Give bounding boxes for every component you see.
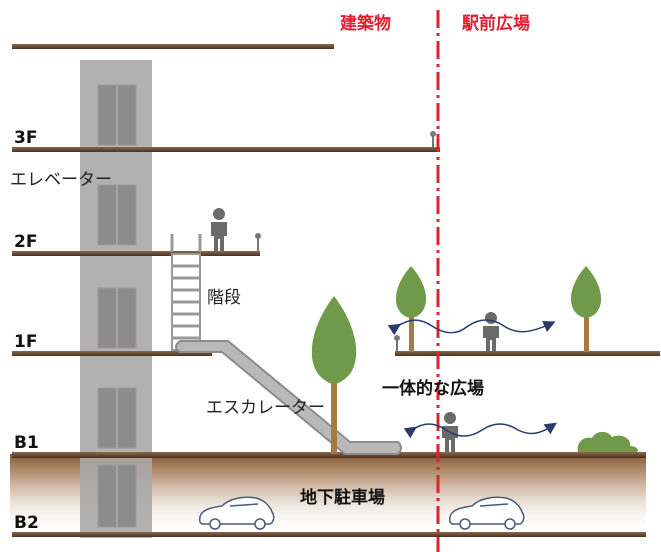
integrated-plaza-label: 一体的な広場 [382,379,484,399]
underground-parking-label: 地下駐車場 [300,488,385,508]
slab-1f-plaza [395,351,660,356]
slab-b1 [12,452,646,458]
zone-plaza-label: 駅前広場 [462,14,530,34]
car-building [198,496,275,530]
slab-2f [12,251,260,256]
floor-slabs [12,44,660,537]
floor-label-1f: 1F [14,332,38,352]
shrub [577,431,638,452]
escalator [175,340,402,455]
elevator-label: エレベーター [10,170,112,190]
railing-posts [255,131,436,351]
zone-building-label: 建築物 [340,14,391,34]
slab-3f [12,147,440,152]
flow-arrow-b1 [403,422,557,439]
slab-1f-building [12,351,212,356]
floor-label-2f: 2F [14,232,38,252]
car-plaza [448,496,525,530]
elevator-doors [97,84,137,528]
flow-arrow-1f [387,319,556,336]
stairs-label: 階段 [207,288,241,308]
tree-plaza-left [395,266,427,352]
slab-b2 [12,532,646,537]
stairs [170,234,202,351]
floor-label-b2: B2 [14,513,39,533]
person-2f [211,208,227,251]
tree-plaza-right [570,266,602,352]
roof-slab [12,44,334,49]
escalator-label: エスカレーター [206,398,325,418]
floor-label-b1: B1 [14,433,39,453]
floor-label-3f: 3F [14,128,38,148]
tree-large [311,296,357,454]
person-1f-plaza [483,312,499,351]
